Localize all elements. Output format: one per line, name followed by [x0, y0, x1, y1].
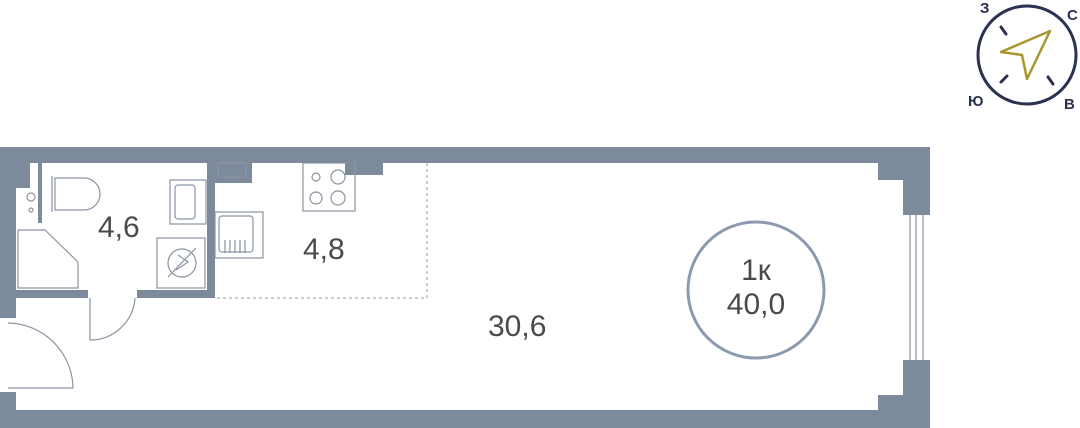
compass-north: С — [1067, 7, 1078, 24]
sink-icon — [169, 179, 207, 225]
room-area-bathroom: 4,6 — [98, 211, 140, 244]
stove-icon — [302, 162, 356, 212]
compass-icon: З С Ю В — [968, 0, 1078, 113]
toilet-icon — [51, 176, 101, 212]
washing-machine-icon — [156, 237, 206, 289]
compass-west: З — [980, 0, 989, 17]
apartment-badge: 1к 40,0 — [686, 220, 826, 360]
fixtures — [17, 162, 356, 289]
room-area-living: 30,6 — [488, 310, 546, 343]
apartment-type: 1к — [741, 254, 772, 287]
kitchen-zone-outline — [215, 163, 428, 299]
compass-east: В — [1064, 96, 1075, 113]
window — [909, 215, 924, 360]
bathtub-icon — [17, 229, 79, 289]
compass-south: Ю — [968, 93, 983, 110]
walls — [0, 147, 930, 428]
kitchen-sink-icon — [214, 211, 264, 259]
entrance-door — [7, 322, 74, 389]
total-area: 40,0 — [727, 288, 785, 321]
doors — [7, 297, 136, 389]
room-area-kitchen: 4,8 — [303, 233, 345, 266]
bathroom-door — [89, 297, 136, 341]
north-arrow-icon — [999, 29, 1052, 81]
